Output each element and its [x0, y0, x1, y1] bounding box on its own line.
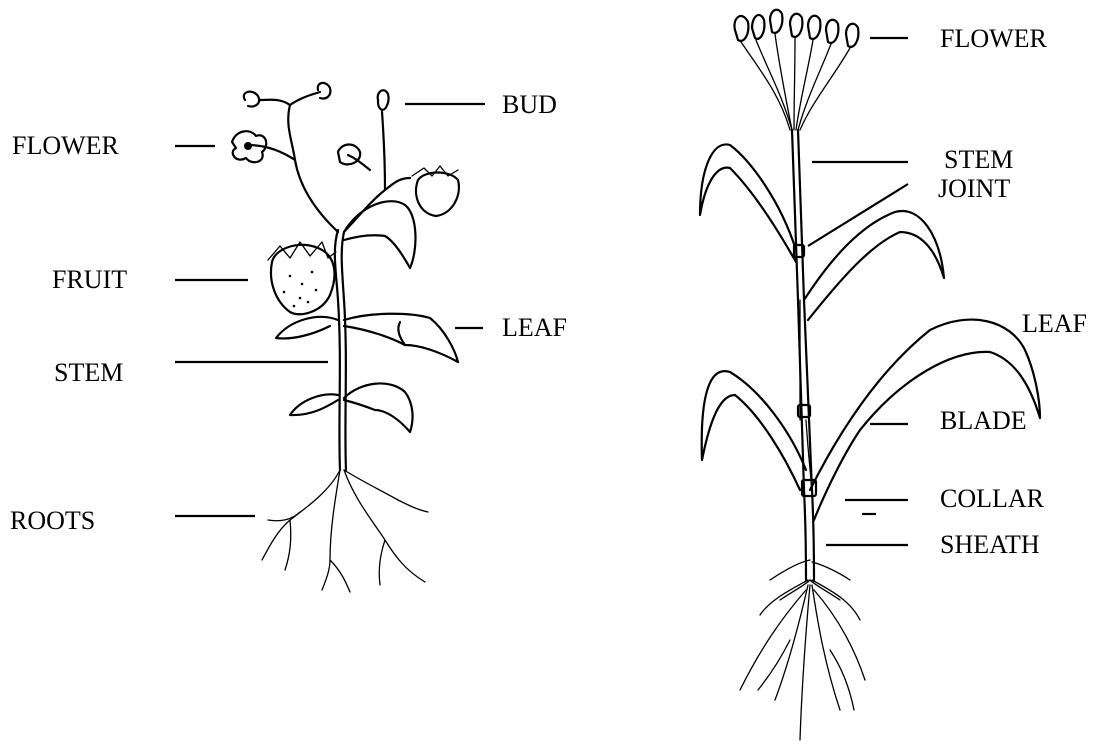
grass-stem — [792, 130, 806, 580]
label-grass-leaf: LEAF — [1022, 311, 1087, 337]
label-grass-blade: BLADE — [940, 408, 1027, 434]
label-strawberry-bud: BUD — [502, 92, 557, 118]
strawberry-fruit — [268, 242, 336, 314]
strawberry-leaf — [344, 201, 415, 268]
strawberry-bud — [244, 83, 389, 110]
strawberry-roots — [262, 470, 428, 592]
label-grass-collar: COLLAR — [940, 486, 1044, 512]
grass-leaf-upper-right — [804, 211, 944, 320]
label-strawberry-fruit: FRUIT — [52, 267, 127, 293]
label-strawberry-stem: STEM — [54, 360, 123, 386]
label-strawberry-roots: ROOTS — [10, 508, 95, 534]
strawberry-stem — [335, 230, 340, 470]
grass-leaf-upper-left — [700, 144, 796, 262]
label-grass-stem: STEM — [944, 147, 1013, 173]
strawberry-upper-stem — [288, 105, 338, 232]
grass-leaf-lower-left — [702, 371, 806, 490]
label-grass-joint: JOINT — [938, 176, 1010, 202]
label-grass-sheath: SHEATH — [940, 532, 1040, 558]
grass-flower-heads — [734, 10, 858, 130]
grass-roots — [740, 560, 865, 740]
label-strawberry-flower: FLOWER — [12, 133, 119, 159]
strawberry-plant-drawing — [232, 83, 459, 592]
leader-grass-joint — [808, 184, 908, 246]
grass-plant-drawing — [700, 10, 1040, 740]
strawberry-small-fruit — [416, 173, 459, 217]
label-grass-flower: FLOWER — [940, 26, 1047, 52]
label-strawberry-leaf: LEAF — [502, 315, 567, 341]
